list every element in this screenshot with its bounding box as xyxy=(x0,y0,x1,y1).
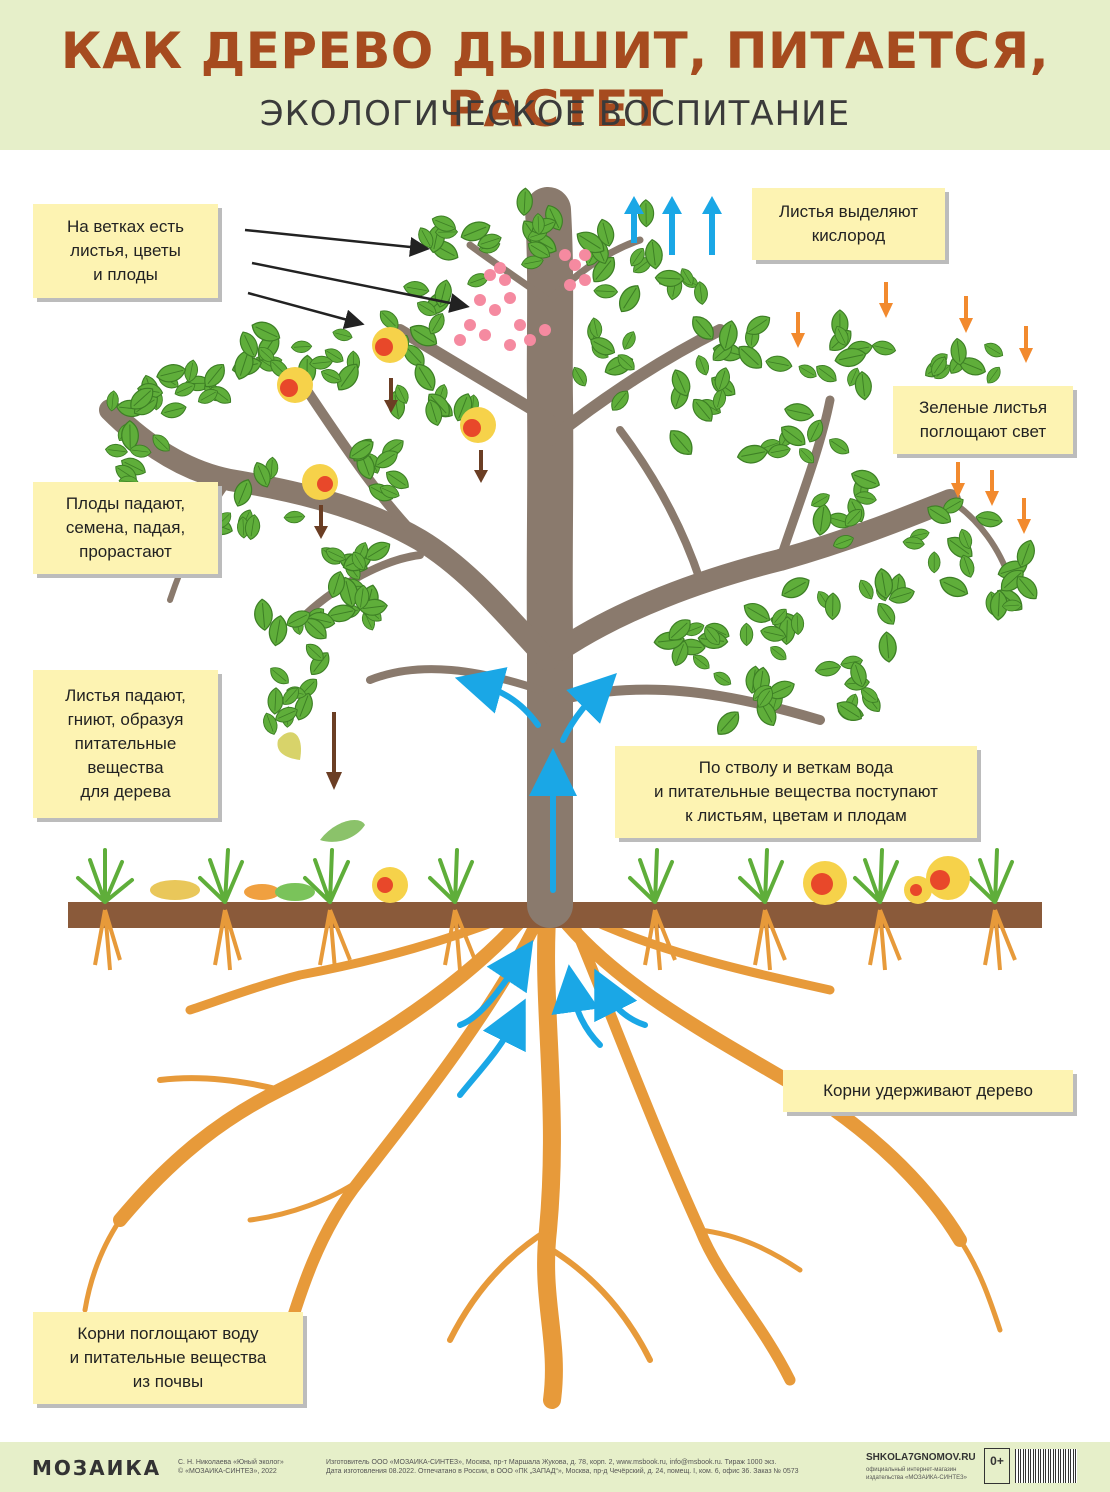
light-arrows xyxy=(791,282,1033,534)
leaf xyxy=(877,630,899,664)
leaf xyxy=(290,340,313,354)
author-credit: С. Н. Николаева «Юный эколог» © «МОЗАИКА… xyxy=(178,1459,284,1475)
age-rating-badge: 0+ xyxy=(984,1448,1010,1484)
leaf xyxy=(619,328,639,353)
leaf xyxy=(593,283,619,300)
leaf xyxy=(795,361,820,382)
falling-arrows xyxy=(314,378,488,790)
leaf xyxy=(710,668,735,690)
leaf xyxy=(711,706,745,741)
leaf xyxy=(981,339,1007,362)
label-trunk: По стволу и веткам вода и питательные ве… xyxy=(615,746,977,838)
leaf xyxy=(739,622,754,647)
shop-link[interactable]: SHKOLA7GNOMOV.RU xyxy=(866,1452,976,1463)
leaf xyxy=(855,576,878,603)
leaf xyxy=(766,642,790,664)
leaf xyxy=(692,352,713,378)
footer-band xyxy=(0,1442,1110,1492)
sunlight-arrows xyxy=(244,228,470,330)
leaf xyxy=(927,551,941,574)
water-flow-arrows xyxy=(454,667,648,1098)
leaf xyxy=(812,360,841,387)
leaf xyxy=(763,353,794,375)
leaf xyxy=(935,571,972,602)
leaf xyxy=(813,659,843,679)
leaf xyxy=(283,510,306,524)
leaf xyxy=(872,598,900,629)
leaf xyxy=(266,663,293,689)
label-roots-absorb: Корни поглощают воду и питательные вещес… xyxy=(33,1312,303,1404)
leaf xyxy=(810,502,834,537)
label-leaves-fall: Листья падают, гниют, образуя питательны… xyxy=(33,670,218,818)
apples xyxy=(277,327,496,500)
trunk-and-branches xyxy=(99,187,1013,928)
leaf xyxy=(330,326,354,344)
publisher-logo: МОЗАИКА xyxy=(32,1456,162,1480)
page-subtitle: ЭКОЛОГИЧЕСКОЕ ВОСПИТАНИЕ xyxy=(259,94,851,134)
label-oxygen: Листья выделяют кислород xyxy=(752,188,945,260)
leaf xyxy=(983,363,1005,387)
page-title: КАК ДЕРЕВО ДЫШИТ, ПИТАЕТСЯ, РАСТЕТ xyxy=(60,22,1050,138)
leaf xyxy=(613,280,646,317)
imprint-text: Изготовитель ООО «МОЗАИКА-СИНТЕЗ», Москв… xyxy=(326,1459,799,1475)
header-band xyxy=(0,0,1110,150)
label-roots-hold: Корни удерживают дерево xyxy=(783,1070,1073,1112)
leaf xyxy=(777,572,814,604)
oxygen-arrows xyxy=(624,196,722,255)
blossoms xyxy=(454,249,591,351)
shop-caption: официальный интернет-магазин издательств… xyxy=(866,1467,967,1481)
label-branches: На ветках есть листья, цветы и плоды xyxy=(33,204,218,298)
ground-plants xyxy=(76,732,1017,971)
root-system xyxy=(82,896,1003,1409)
leaf xyxy=(825,433,853,459)
leaf xyxy=(870,338,898,358)
barcode xyxy=(1015,1449,1077,1483)
label-fruits-fall: Плоды падают, семена, падая, прорастают xyxy=(33,482,218,574)
leaf xyxy=(663,424,699,461)
leaf xyxy=(159,399,189,421)
label-light: Зеленые листья поглощают свет xyxy=(893,386,1073,454)
leaf xyxy=(739,598,775,628)
leaf xyxy=(782,400,816,424)
